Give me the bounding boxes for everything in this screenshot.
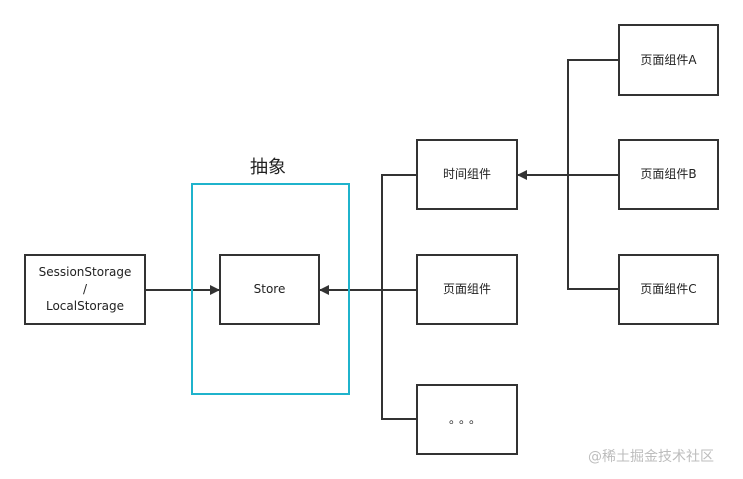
- node-store-label: Store: [253, 282, 286, 296]
- group-title: 抽象: [250, 157, 286, 178]
- watermark-text: @稀土掘金技术社区: [588, 449, 714, 465]
- node-session-local-storage: SessionStorage / LocalStorage: [24, 254, 146, 325]
- node-page-component-c-label: 页面组件C: [640, 282, 697, 296]
- node-time-component-label: 时间组件: [442, 167, 491, 181]
- node-ellipsis: 。。。: [416, 384, 518, 455]
- node-store: Store: [219, 254, 320, 325]
- node-local-storage-label: LocalStorage: [45, 299, 125, 313]
- node-page-component-b: 页面组件B: [618, 139, 719, 210]
- node-page-component-a: 页面组件A: [618, 24, 719, 96]
- abstraction-group: [191, 183, 350, 395]
- node-page-component-c: 页面组件C: [618, 254, 719, 325]
- node-page-component-label: 页面组件: [442, 282, 491, 296]
- node-ellipsis-label: 。。。: [448, 412, 485, 426]
- node-storage-separator: /: [82, 282, 88, 296]
- node-page-component-a-label: 页面组件A: [640, 52, 697, 67]
- bus-middle-components: [381, 174, 416, 420]
- node-session-storage-label: SessionStorage: [38, 265, 132, 279]
- node-page-component: 页面组件: [416, 254, 518, 325]
- node-time-component: 时间组件: [416, 139, 518, 210]
- node-page-component-b-label: 页面组件B: [640, 167, 697, 181]
